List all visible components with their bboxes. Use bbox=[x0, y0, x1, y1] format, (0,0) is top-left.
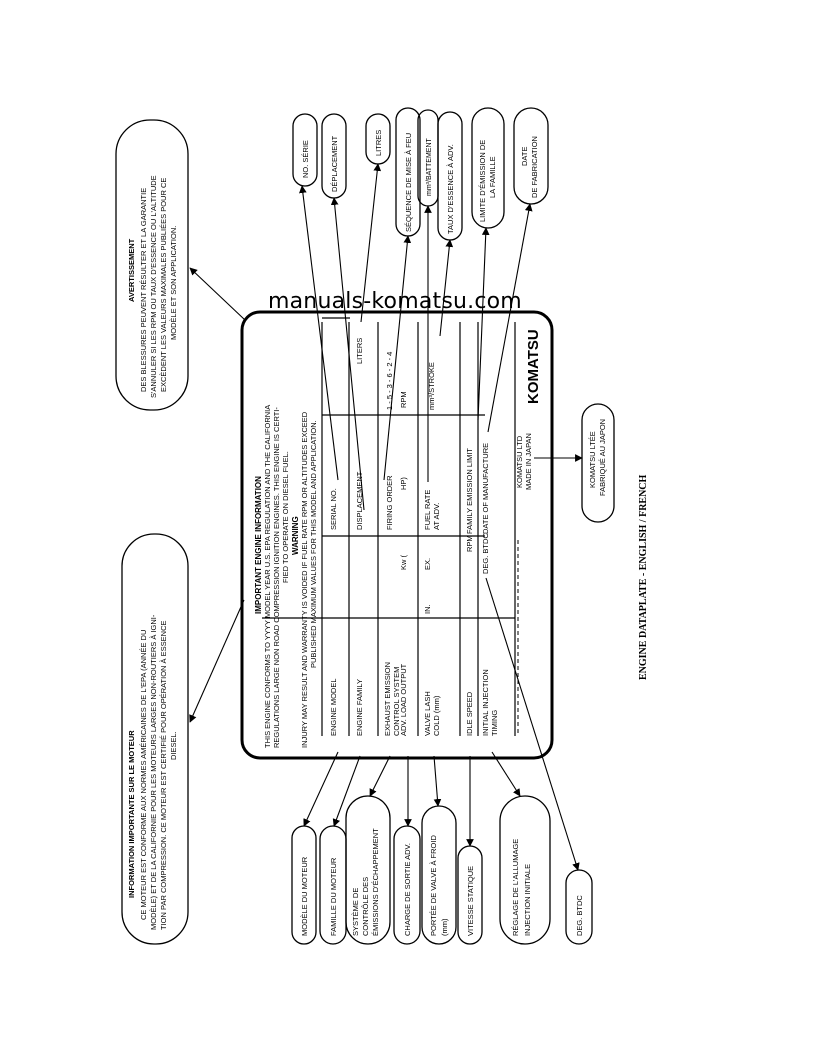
svg-text:(mm): (mm) bbox=[440, 918, 449, 936]
svg-text:SÉQUENCE DE MISE À FEU: SÉQUENCE DE MISE À FEU bbox=[404, 133, 413, 232]
svg-text:RÉGLAGE DE L'ALLUMAGE: RÉGLAGE DE L'ALLUMAGE bbox=[511, 839, 520, 936]
row-in: IN. bbox=[423, 604, 432, 614]
svg-text:DÉPLACEMENT: DÉPLACEMENT bbox=[330, 135, 339, 192]
svg-text:MODÈLE) ET DE LA CALIFORNIE PO: MODÈLE) ET DE LA CALIFORNIE POUR LES MOT… bbox=[149, 614, 158, 930]
row-hp: HP) bbox=[399, 477, 408, 490]
row-init-2: TIMING bbox=[490, 710, 499, 736]
svg-text:AVERTISSEMENT: AVERTISSEMENT bbox=[127, 238, 136, 302]
row-liters: LITERS bbox=[355, 338, 364, 364]
callout-battement: mm³/BATTEMENT bbox=[417, 109, 439, 207]
row-fuel-2: AT ADV. bbox=[432, 503, 441, 530]
plate-warning-line-1: INJURY MAY RESULT AND WARRANTY IS VOIDED… bbox=[300, 411, 309, 748]
svg-text:CONTRÔLE DES: CONTRÔLE DES bbox=[361, 877, 370, 936]
callout-modele-moteur: MODÈLE DU MOTEUR bbox=[291, 825, 317, 945]
plate-header-line-1: THIS ENGINE CONFORMS TO YYYY MODEL YEAR … bbox=[263, 405, 272, 748]
callout-vitesse: VITESSE STATIQUE bbox=[457, 845, 483, 945]
row-family-limit: FAMILY EMISSION LIMIT bbox=[465, 448, 474, 534]
row-fuel-1: FUEL RATE bbox=[423, 490, 432, 530]
leader-lines bbox=[189, 163, 583, 871]
callout-taux: TAUX D'ESSENCE À ADV. bbox=[437, 111, 463, 241]
plate-title: IMPORTANT ENGINE INFORMATION bbox=[254, 476, 263, 614]
row-displacement: DISPLACEMENT bbox=[355, 471, 364, 530]
row-firing-order: FIRING ORDER bbox=[385, 475, 394, 530]
callout-deg-btdc: DEG. BTDC bbox=[565, 869, 593, 945]
row-rpm-2: RPM bbox=[465, 535, 474, 552]
row-engine-model: ENGINE MODEL bbox=[329, 678, 338, 736]
svg-text:DES BLESSURES PEUVENT RÉSULTER: DES BLESSURES PEUVENT RÉSULTER ET LA GAR… bbox=[139, 188, 148, 392]
svg-text:INJECTION INITIALE: INJECTION INITIALE bbox=[523, 864, 532, 936]
row-valve-1: VALVE LASH bbox=[423, 691, 432, 736]
svg-text:FABRIQUÉ AU JAPON: FABRIQUÉ AU JAPON bbox=[598, 419, 607, 496]
svg-text:CE MOTEUR EST CONFORME AUX NOR: CE MOTEUR EST CONFORME AUX NORMES AMÉRIC… bbox=[139, 630, 148, 920]
komatsu-ltd-label: KOMATSU LTD bbox=[515, 435, 524, 488]
callout-information: INFORMATION IMPORTANTE SUR LE MOTEUR CE … bbox=[121, 533, 189, 945]
callout-portee-valve: PORTÉE DE VALVE À FROID (mm) bbox=[421, 805, 457, 945]
svg-text:MODÈLE DU MOTEUR: MODÈLE DU MOTEUR bbox=[300, 856, 309, 936]
svg-text:DIESEL.: DIESEL. bbox=[169, 731, 178, 760]
callout-systeme: SYSTÈME DE CONTRÔLE DES ÉMISSIONS D'ÉCHA… bbox=[345, 795, 391, 945]
svg-text:INFORMATION IMPORTANTE SUR LE: INFORMATION IMPORTANTE SUR LE MOTEUR bbox=[127, 730, 136, 898]
svg-text:MODÈLE ET SON APPLICATION.: MODÈLE ET SON APPLICATION. bbox=[169, 226, 178, 340]
svg-text:SYSTÈME DE: SYSTÈME DE bbox=[351, 888, 360, 936]
callout-litres: LITRES bbox=[365, 113, 391, 165]
dataplate: IMPORTANT ENGINE INFORMATION THIS ENGINE… bbox=[240, 310, 554, 760]
row-engine-family: ENGINE FAMILY bbox=[355, 679, 364, 736]
plate-header-line-3: FIED TO OPERATE ON DIESEL FUEL. bbox=[281, 451, 290, 583]
svg-text:KOMATSU LTÉE: KOMATSU LTÉE bbox=[588, 431, 597, 488]
row-idle: IDLE SPEED bbox=[465, 691, 474, 736]
row-date-mfg: DATE OF MANUFACTURE bbox=[481, 443, 490, 534]
row-serial-no: SERIAL NO. bbox=[329, 488, 338, 530]
row-init-1: INITIAL INJECTION bbox=[481, 669, 490, 736]
svg-text:EXCÈDENT LES VALEURS MAXIMALES: EXCÈDENT LES VALEURS MAXIMALES PUBLIÉES … bbox=[159, 178, 168, 392]
svg-text:FAMILLE DU MOTEUR: FAMILLE DU MOTEUR bbox=[329, 857, 338, 936]
watermark: manuals-komatsu.com bbox=[268, 289, 522, 314]
svg-text:VITESSE STATIQUE: VITESSE STATIQUE bbox=[466, 866, 475, 936]
row-stroke: mm³/STROKE bbox=[427, 362, 436, 410]
row-kw: Kw ( bbox=[399, 554, 408, 570]
callout-limite: LIMITE D'ÉMISSION DE LA FAMILLE bbox=[471, 107, 505, 229]
svg-text:DE FABRICATION: DE FABRICATION bbox=[530, 136, 539, 198]
svg-text:ÉMISSIONS D'ÉCHAPPEMENT: ÉMISSIONS D'ÉCHAPPEMENT bbox=[371, 828, 380, 936]
figure-caption: ENGINE DATAPLATE - ENGLISH / FRENCH bbox=[638, 474, 649, 680]
plate-warning-title: WARNING bbox=[291, 516, 300, 555]
svg-text:CHARGE DE SORTIE ADV.: CHARGE DE SORTIE ADV. bbox=[403, 843, 412, 936]
row-adv-load: ADV. LOAD OUTPUT bbox=[399, 663, 408, 736]
svg-text:LITRES: LITRES bbox=[374, 130, 383, 156]
svg-text:NO. SÉRIE: NO. SÉRIE bbox=[301, 140, 310, 178]
callout-avertissement: AVERTISSEMENT DES BLESSURES PEUVENT RÉSU… bbox=[115, 119, 189, 411]
svg-text:TION PAR COMPRESSION. CE MOTEU: TION PAR COMPRESSION. CE MOTEUR EST CERT… bbox=[159, 621, 168, 931]
row-rpm: RPM bbox=[399, 391, 408, 408]
row-exhaust-1: EXHAUST EMISSION bbox=[383, 662, 392, 736]
dataplate-frame bbox=[240, 310, 554, 760]
callout-sequence: SÉQUENCE DE MISE À FEU bbox=[395, 107, 421, 237]
plate-header-line-2: REGULATIONS LARGE NON ROAD COMPRESSION I… bbox=[272, 407, 281, 748]
svg-text:mm³/BATTEMENT: mm³/BATTEMENT bbox=[426, 137, 433, 196]
callout-no-serie: NO. SÉRIE bbox=[292, 113, 318, 187]
svg-text:LIMITE D'ÉMISSION DE: LIMITE D'ÉMISSION DE bbox=[478, 140, 487, 222]
callout-date-fabrication: DATE DE FABRICATION bbox=[513, 107, 549, 205]
callout-famille-moteur: FAMILLE DU MOTEUR bbox=[319, 825, 347, 945]
row-firing-values: 1 - 5 - 3 - 6 - 2 - 4 bbox=[385, 352, 394, 410]
svg-text:S'ANNULER SI LES RPM OU TAUX D: S'ANNULER SI LES RPM OU TAUX D'ESSENCE O… bbox=[149, 175, 158, 398]
callout-charge-sortie: CHARGE DE SORTIE ADV. bbox=[393, 825, 421, 945]
plate-warning-line-2: PUBLISHED MAXIMUM VALUES FOR THIS MODEL … bbox=[309, 420, 318, 668]
callout-deplacement: DÉPLACEMENT bbox=[321, 113, 347, 199]
row-ex: EX. bbox=[423, 558, 432, 570]
row-deg-btdc: DEG. BTDC bbox=[481, 533, 490, 574]
svg-text:TAUX D'ESSENCE À ADV.: TAUX D'ESSENCE À ADV. bbox=[446, 144, 455, 234]
svg-text:PORTÉE DE VALVE À FROID: PORTÉE DE VALVE À FROID bbox=[429, 835, 438, 936]
made-in-japan-label: MADE IN JAPAN bbox=[524, 433, 533, 490]
svg-text:DATE: DATE bbox=[520, 147, 529, 166]
komatsu-logo: KOMATSU bbox=[525, 329, 542, 404]
row-exhaust-2: CONTROL SYSTEM bbox=[392, 667, 401, 736]
callout-reglage: RÉGLAGE DE L'ALLUMAGE INJECTION INITIALE bbox=[499, 795, 551, 945]
svg-text:DEG. BTDC: DEG. BTDC bbox=[575, 895, 584, 936]
row-valve-2: COLD (mm) bbox=[432, 695, 441, 736]
svg-text:LA FAMILLE: LA FAMILLE bbox=[488, 156, 497, 198]
callout-komatsu-ltee: KOMATSU LTÉE FABRIQUÉ AU JAPON bbox=[581, 403, 615, 523]
